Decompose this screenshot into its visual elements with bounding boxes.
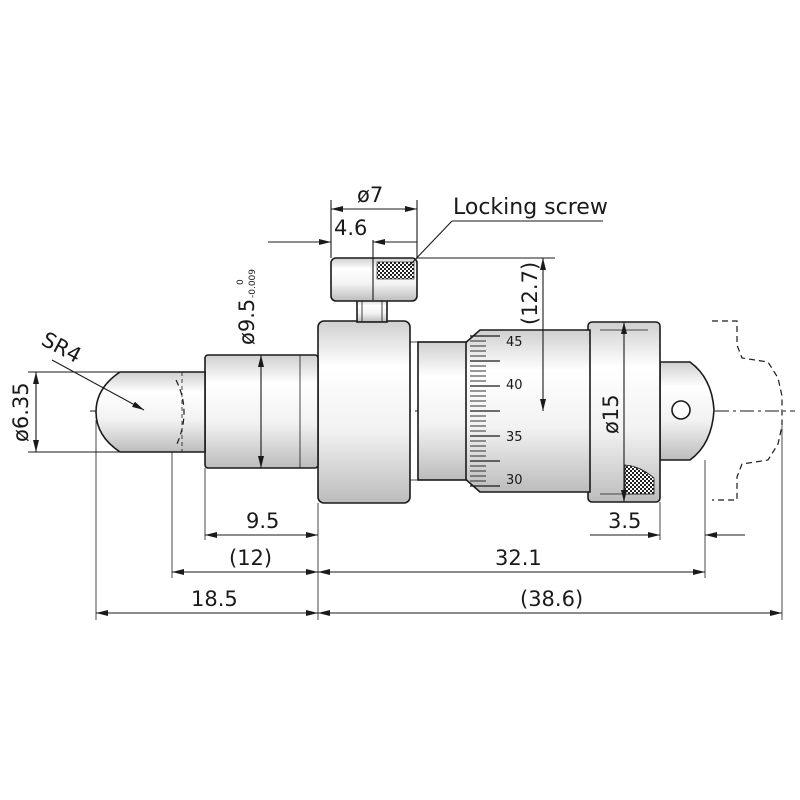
dim-phi15: ø15	[599, 394, 623, 434]
sleeve	[417, 341, 467, 481]
dim-sr4: SR4	[38, 327, 86, 368]
graduation-label-40: 40	[506, 378, 523, 393]
locking-screw-label: Locking screw	[453, 195, 608, 220]
extension-lines-bottom	[95, 420, 783, 620]
dim-lines-bottom	[96, 532, 782, 616]
dim-phi7: ø7	[357, 183, 383, 207]
dim-phi9-5-tol-lower: -0.009	[248, 269, 258, 298]
graduation-label-45: 45	[506, 335, 523, 350]
thimble-graduation-ticks	[470, 335, 500, 487]
dim-phi9-5-tol-upper: 0	[236, 279, 246, 285]
ratchet-outline-hidden	[712, 320, 783, 501]
locking-screw-knurl	[376, 261, 415, 280]
knurl-bottom	[624, 464, 655, 495]
dim-12-7-lines	[417, 257, 555, 411]
dim-phi6-35: ø6.35	[9, 382, 33, 442]
locking-screw	[330, 257, 418, 323]
dim-32-1: 32.1	[495, 546, 542, 570]
dim-phi9-5: ø9.5	[235, 299, 259, 345]
dim-4-6: 4.6	[334, 216, 367, 240]
dim-12-7: (12.7)	[518, 262, 542, 325]
dim-3-5: 3.5	[608, 509, 641, 533]
cap-hole	[671, 400, 691, 420]
graduation-label-35: 35	[506, 430, 523, 445]
graduation-label-30: 30	[506, 473, 523, 488]
dim-9-5: 9.5	[246, 509, 279, 533]
dim-lines-top	[268, 200, 418, 300]
dim-18-5: 18.5	[191, 587, 238, 611]
main-body	[317, 320, 418, 504]
thimble: 45 40 35 30	[462, 329, 591, 493]
dim-sr4-leader	[51, 359, 145, 411]
dim-38-6: (38.6)	[520, 587, 583, 611]
dim-12: (12)	[229, 546, 272, 570]
spindle	[95, 371, 206, 453]
spindle-end-cap	[659, 361, 715, 461]
